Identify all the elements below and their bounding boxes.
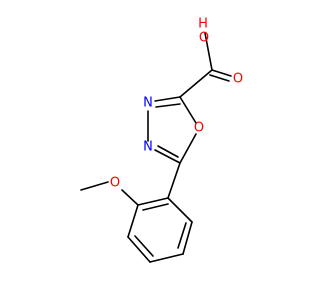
bond-o1-c2 xyxy=(179,96,197,124)
hydroxyl-oxygen-label: O xyxy=(199,31,209,46)
bond-o-ch3 xyxy=(80,181,109,191)
bond-ring-c-acid xyxy=(179,69,213,98)
bond-ph2-ph3 xyxy=(127,204,139,238)
bond-n4-c5-a xyxy=(154,149,181,164)
bond-ph4-ph5 xyxy=(149,253,184,263)
bonds xyxy=(80,32,232,263)
bond-c5-phenyl xyxy=(167,162,181,199)
bond-inner-1 xyxy=(142,203,169,211)
hydroxyl-hydrogen-label: H xyxy=(198,17,208,32)
bond-c-o-double-2 xyxy=(209,74,230,82)
bond-c-oh xyxy=(204,32,213,71)
bond-ph1-ph2 xyxy=(137,197,169,206)
bond-c2-n3-b xyxy=(155,103,181,108)
carbonyl-oxygen-label: O xyxy=(233,72,243,87)
ring-oxygen-label: O xyxy=(194,121,204,136)
atom-labels: H O O N N O O xyxy=(110,17,243,191)
bond-c-o-double-1 xyxy=(211,69,232,77)
bond-inner-2 xyxy=(134,235,154,257)
molecule-drawing: H O O N N O O xyxy=(80,17,243,263)
bond-inner-3 xyxy=(177,222,187,249)
bond-ph-o xyxy=(121,189,139,206)
structure-canvas: H O O N N O O xyxy=(80,17,243,263)
bond-ph5-ph6 xyxy=(182,221,193,255)
ring-nitrogen-label-1: N xyxy=(143,96,153,111)
bond-c5-o1 xyxy=(179,133,197,164)
bond-ph6-ph1 xyxy=(167,197,193,223)
bond-n4-c5-b xyxy=(157,145,179,158)
ring-nitrogen-label-2: N xyxy=(143,140,153,155)
bond-c2-n3-a xyxy=(154,96,181,102)
bond-ph3-ph4 xyxy=(127,236,151,263)
methoxy-oxygen-label: O xyxy=(110,176,120,191)
